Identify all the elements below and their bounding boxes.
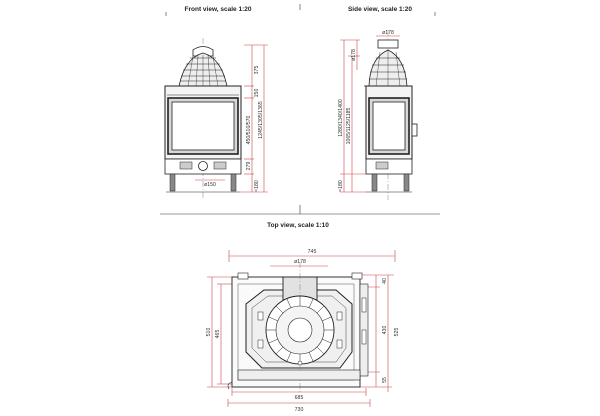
front-dim-279: 279 (246, 162, 252, 171)
side-dim-dia178-vertical: ø178 (351, 49, 357, 61)
side-dome (364, 49, 412, 87)
top-dim-685: 685 (295, 395, 304, 401)
side-dim-1065: 1065/1125/1185 (346, 108, 352, 145)
top-view-title: Top view, scale 1:10 (267, 222, 329, 229)
front-dim-150: 150 (254, 89, 260, 98)
top-dim-510: 510 (206, 328, 212, 337)
top-dim-465: 465 (215, 330, 221, 339)
side-dim-1280: 1280/1340/1400 (338, 99, 344, 137)
side-leg-left (371, 173, 378, 192)
side-dim-dia178: ø178 (382, 30, 394, 36)
front-dimension-lines (195, 44, 268, 193)
front-view-title: Front view, scale 1:20 (185, 6, 252, 13)
top-dim-dia178: ø178 (294, 259, 306, 265)
side-dimension-lines (340, 35, 400, 193)
top-dimension-lines (207, 250, 396, 407)
top-dim-745: 745 (308, 249, 317, 255)
front-glass (171, 101, 235, 151)
top-dim-430: 430 (382, 326, 388, 335)
top-view: 745 ø178 510 465 40 430 525 55 685 730 (206, 249, 400, 413)
side-view: ø178 ø178 1280/1340/1400 1065/1125/1185 … (338, 30, 418, 200)
front-dim-dia150: ø150 (204, 182, 216, 188)
side-view-title: Side view, scale 1:20 (348, 6, 412, 13)
side-dim-180: ≈180 (338, 180, 344, 192)
side-flue-collar (377, 39, 399, 49)
front-dim-1245: 1245/1305/1365 (258, 101, 264, 139)
side-leg-right (403, 173, 410, 192)
front-leg-right (230, 173, 237, 192)
front-leg-left (169, 173, 176, 192)
top-dim-525: 525 (394, 328, 400, 337)
side-handle (411, 123, 418, 137)
top-dim-730: 730 (295, 407, 304, 413)
front-dim-450: 450/510/570 (246, 115, 252, 144)
view-separators (160, 4, 440, 215)
front-view: 375 150 450/510/570 1245/1305/1365 279 ≈… (164, 38, 268, 200)
front-flue-dome (176, 46, 230, 87)
top-dim-55: 55 (382, 377, 388, 383)
top-dim-40: 40 (382, 278, 388, 284)
front-dim-375: 375 (254, 66, 260, 75)
front-air-inlet (198, 161, 208, 171)
front-dim-180: ≈180 (254, 180, 260, 192)
